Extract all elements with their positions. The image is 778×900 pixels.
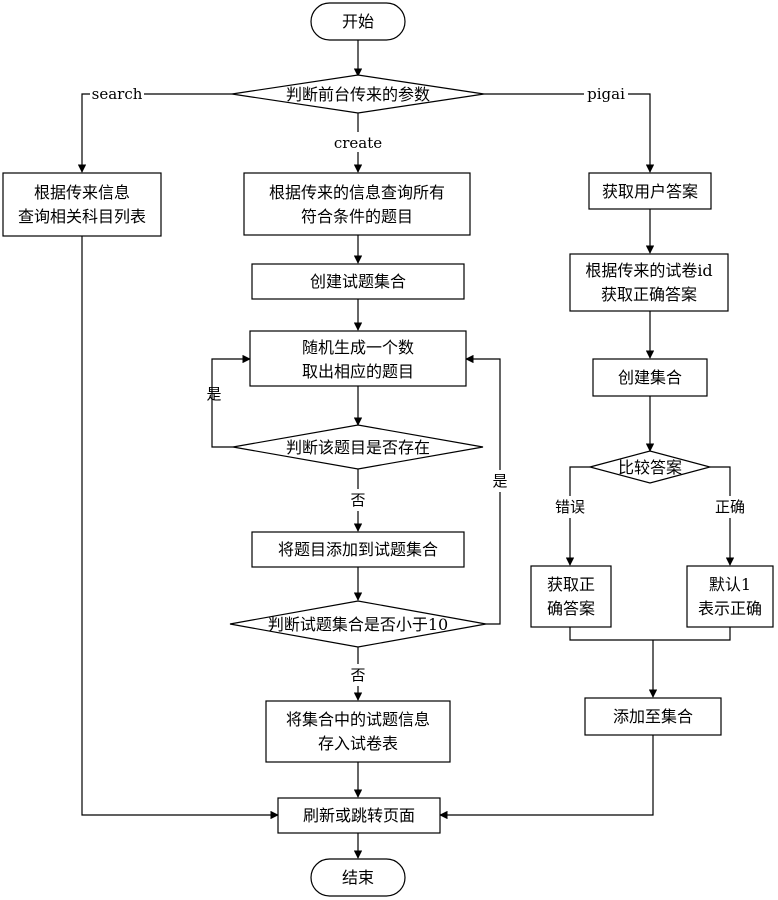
edge-label-create: create xyxy=(334,134,382,152)
node-save-paper-line1: 将集合中的试题信息 xyxy=(286,710,430,729)
node-decide-param-label: 判断前台传来的参数 xyxy=(286,85,430,104)
node-decide-less10: 判断试题集合是否小于10 xyxy=(229,600,487,648)
node-get-correct-answer: 根据传来的试卷id 获取正确答案 xyxy=(569,253,729,312)
node-add-to-set-label: 将题目添加到试题集合 xyxy=(278,540,438,559)
edge-compare-right xyxy=(710,466,735,566)
node-decide-exists: 判断该题目是否存在 xyxy=(232,424,484,470)
edge-exists-yes-loop xyxy=(211,354,251,448)
node-start: 开始 xyxy=(310,2,406,41)
node-fetch-correct-line1: 获取正 xyxy=(547,575,595,594)
node-add-to-set: 将题目添加到试题集合 xyxy=(251,531,465,568)
node-random-pick: 随机生成一个数 取出相应的题目 xyxy=(249,330,467,387)
node-search-box-line1: 根据传来信息 xyxy=(34,183,130,202)
node-refresh: 刷新或跳转页面 xyxy=(277,797,441,834)
node-search-box-line2: 查询相关科目列表 xyxy=(18,207,146,226)
node-end-label: 结束 xyxy=(342,868,374,887)
node-compare: 比较答案 xyxy=(587,450,713,484)
node-create-question-set: 创建试题集合 xyxy=(251,263,465,300)
edges xyxy=(77,40,735,859)
edge-label-exists-yes: 是 xyxy=(206,385,221,403)
edge-label-wrong: 错误 xyxy=(555,498,585,516)
node-start-label: 开始 xyxy=(342,12,374,31)
node-save-paper: 将集合中的试题信息 存入试卷表 xyxy=(265,700,451,763)
node-query-questions-line2: 符合条件的题目 xyxy=(301,207,413,226)
node-decide-less10-label: 判断试题集合是否小于10 xyxy=(268,615,448,634)
edge-label-pigai: pigai xyxy=(587,85,625,103)
edge-labels: search create pigai 是 否 是 否 错误 正确 xyxy=(90,84,748,686)
node-get-correct-answer-line2: 获取正确答案 xyxy=(601,285,697,304)
node-decide-param: 判断前台传来的参数 xyxy=(231,74,485,114)
node-default-one: 默认1 表示正确 xyxy=(686,565,774,628)
node-add-to-collection-label: 添加至集合 xyxy=(613,707,693,726)
edge-compare-wrong xyxy=(565,466,590,566)
node-get-user-answer: 获取用户答案 xyxy=(588,172,712,210)
node-random-pick-line2: 取出相应的题目 xyxy=(302,362,414,381)
node-query-questions-line1: 根据传来的信息查询所有 xyxy=(269,183,445,202)
node-get-user-answer-label: 获取用户答案 xyxy=(602,182,698,201)
edge-label-exists-no: 否 xyxy=(350,491,365,509)
node-random-pick-line1: 随机生成一个数 xyxy=(302,338,414,357)
node-fetch-correct-line2: 确答案 xyxy=(547,599,595,618)
node-query-questions: 根据传来的信息查询所有 符合条件的题目 xyxy=(243,172,471,236)
node-create-set: 创建集合 xyxy=(592,358,708,397)
edge-search xyxy=(77,93,232,173)
edge-label-less10-no: 否 xyxy=(350,666,365,684)
node-create-question-set-label: 创建试题集合 xyxy=(310,272,406,291)
node-save-paper-line2: 存入试卷表 xyxy=(318,734,398,753)
node-fetch-correct: 获取正 确答案 xyxy=(530,565,612,628)
node-end: 结束 xyxy=(310,858,406,897)
node-create-set-label: 创建集合 xyxy=(618,368,682,387)
node-add-to-collection: 添加至集合 xyxy=(584,697,722,736)
node-search-box: 根据传来信息 查询相关科目列表 xyxy=(2,172,162,237)
edge-label-right: 正确 xyxy=(715,498,745,516)
node-get-correct-answer-line1: 根据传来的试卷id xyxy=(585,261,712,280)
node-refresh-label: 刷新或跳转页面 xyxy=(303,806,415,825)
node-default-one-line2: 表示正确 xyxy=(698,599,762,618)
node-decide-exists-label: 判断该题目是否存在 xyxy=(286,438,430,457)
edge-add-to-refresh xyxy=(439,735,654,820)
edge-search-to-refresh xyxy=(81,236,279,820)
node-compare-label: 比较答案 xyxy=(618,458,682,477)
edge-pigai xyxy=(484,93,655,173)
edge-label-search: search xyxy=(92,85,143,103)
node-default-one-line1: 默认1 xyxy=(709,575,751,594)
edge-merge-lines xyxy=(569,627,731,641)
edge-label-less10-yes: 是 xyxy=(492,472,507,490)
